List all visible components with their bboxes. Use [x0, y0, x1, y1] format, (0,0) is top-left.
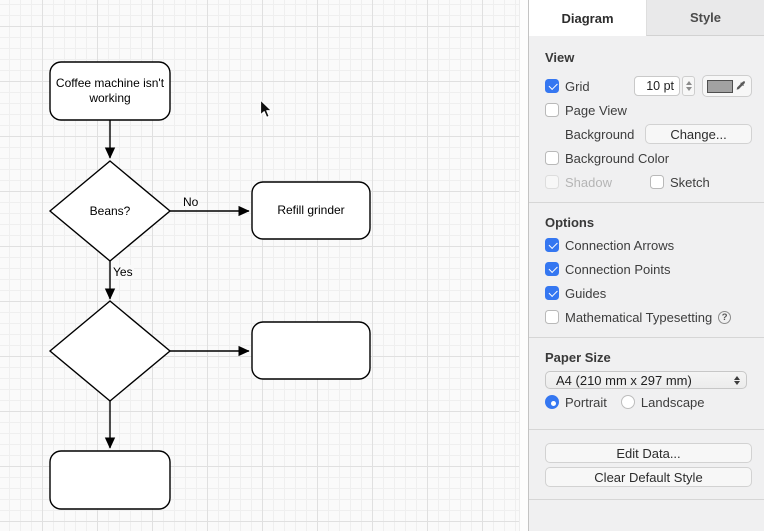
node-label-beans: Beans?	[89, 203, 131, 218]
background-color-row: Background Color	[545, 146, 752, 170]
math-typesetting-checkbox[interactable]	[545, 310, 559, 324]
eyedropper-icon[interactable]	[735, 80, 747, 92]
stepper-up-icon[interactable]	[685, 81, 692, 85]
view-section-header: View	[545, 50, 575, 65]
section-divider	[529, 202, 764, 203]
shadow-label: Shadow	[565, 174, 612, 190]
format-panel-tabs: Diagram Style	[529, 0, 764, 36]
background-color-checkbox[interactable]	[545, 151, 559, 165]
help-icon[interactable]: ?	[718, 310, 732, 324]
connection-points-row: Connection Points	[545, 257, 752, 281]
background-label: Background	[565, 126, 635, 142]
edit-data-button[interactable]: Edit Data...	[545, 443, 752, 463]
shadow-sketch-row: Shadow Sketch	[545, 170, 752, 194]
connection-arrows-label: Connection Arrows	[565, 237, 675, 253]
grid-label: Grid	[565, 78, 590, 94]
sketch-checkbox[interactable]	[650, 175, 664, 189]
edge-label-no: No	[182, 195, 200, 209]
sketch-label: Sketch	[670, 174, 710, 190]
section-divider	[529, 337, 764, 338]
mouse-cursor-icon	[259, 99, 273, 118]
background-change-button[interactable]: Change...	[645, 124, 752, 144]
background-color-label: Background Color	[565, 150, 670, 166]
connection-arrows-row: Connection Arrows	[545, 233, 752, 257]
node-label-refill: Refill grinder	[277, 203, 345, 217]
flow-node-beans-decision[interactable]	[48, 160, 172, 262]
edge-label-yes: Yes	[112, 265, 134, 279]
options-section-header: Options	[545, 215, 595, 230]
connection-arrows-checkbox[interactable]	[545, 238, 559, 252]
tab-diagram[interactable]: Diagram	[529, 0, 646, 36]
node-label-start: Coffee machine isn't working	[55, 76, 165, 105]
connection-points-checkbox[interactable]	[545, 262, 559, 276]
paper-size-select[interactable]: A4 (210 mm x 297 mm)	[545, 371, 747, 389]
grid-checkbox[interactable]	[545, 79, 559, 93]
connection-points-label: Connection Points	[565, 261, 671, 277]
paper-size-section-header: Paper Size	[545, 350, 611, 365]
canvas-vertical-scrollbar[interactable]	[519, 0, 528, 531]
math-typesetting-row: Mathematical Typesetting ?	[545, 305, 752, 329]
portrait-label: Portrait	[565, 394, 607, 410]
section-divider	[529, 429, 764, 430]
grid-row: Grid	[545, 74, 752, 98]
diagram-canvas[interactable]: Coffee machine isn't working Beans? Refi…	[0, 0, 519, 531]
guides-checkbox[interactable]	[545, 286, 559, 300]
page-view-checkbox[interactable]	[545, 103, 559, 117]
format-panel: Diagram Style View Grid	[528, 0, 764, 531]
paper-size-value: A4 (210 mm x 297 mm)	[556, 372, 692, 388]
landscape-label: Landscape	[640, 394, 705, 410]
tab-style[interactable]: Style	[646, 0, 764, 36]
flow-node-refill-grinder[interactable]	[251, 181, 371, 240]
guides-row: Guides	[545, 281, 752, 305]
flowchart	[48, 61, 371, 510]
guides-label: Guides	[565, 285, 607, 301]
flow-node-end[interactable]	[49, 450, 171, 510]
shadow-checkbox	[545, 175, 559, 189]
grid-color-swatch[interactable]	[707, 79, 733, 93]
grid-color-button[interactable]	[702, 75, 752, 97]
clear-default-style-button[interactable]: Clear Default Style	[545, 467, 752, 487]
page-view-row: Page View	[545, 98, 752, 122]
flow-node-decision-2[interactable]	[48, 300, 172, 402]
flow-node-start[interactable]	[49, 61, 171, 121]
grid-size-stepper[interactable]	[682, 76, 695, 96]
landscape-radio[interactable]	[620, 395, 635, 409]
orientation-row: Portrait Landscape	[545, 391, 752, 413]
select-updown-icon	[734, 375, 740, 385]
grid-size-input[interactable]	[634, 76, 680, 96]
portrait-radio[interactable]	[545, 395, 559, 409]
page-view-label: Page View	[565, 102, 627, 118]
math-typesetting-label: Mathematical Typesetting	[565, 309, 713, 325]
stepper-down-icon[interactable]	[685, 87, 692, 91]
section-divider	[529, 499, 764, 500]
background-row: Background Change...	[545, 122, 752, 146]
flow-node-process-2[interactable]	[251, 321, 371, 380]
